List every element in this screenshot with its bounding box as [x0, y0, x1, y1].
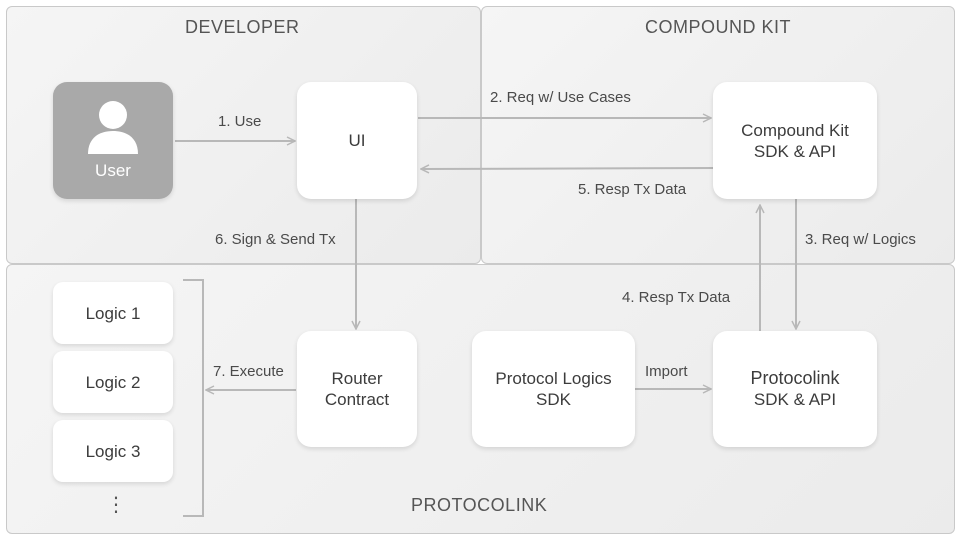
- protocol-logics-sdk-node: Protocol Logics SDK: [472, 331, 635, 447]
- logics-bracket: [183, 279, 204, 517]
- arrow-resp-tx-5: [421, 168, 715, 169]
- user-label: User: [95, 161, 131, 180]
- compound-kit-panel-title: COMPOUND KIT: [645, 17, 792, 37]
- edge-label-resp-tx-5: 5. Resp Tx Data: [578, 181, 687, 198]
- logic-3-label: Logic 3: [85, 441, 141, 461]
- developer-panel-title: DEVELOPER: [185, 17, 300, 37]
- protocol-logics-sdk-label-line1: Protocol Logics: [495, 369, 612, 388]
- logic-1-node: Logic 1: [53, 282, 173, 344]
- user-node: User: [53, 82, 173, 199]
- edge-label-execute: 7. Execute: [213, 363, 284, 380]
- user-icon: [88, 101, 138, 154]
- protocolink-panel-title: PROTOCOLINK: [411, 495, 548, 515]
- protocolink-sdk-label-line2: SDK & API: [753, 390, 837, 409]
- logic-3-node: Logic 3: [53, 420, 173, 482]
- edge-label-resp-tx-4: 4. Resp Tx Data: [622, 289, 731, 306]
- compound-kit-sdk-node: Compound Kit SDK & API: [713, 82, 877, 199]
- protocolink-sdk-label-line1: Protocolink: [750, 368, 840, 388]
- logic-2-label: Logic 2: [85, 372, 141, 392]
- edge-label-req-logics: 3. Req w/ Logics: [805, 231, 916, 248]
- compound-kit-sdk-label-line1: Compound Kit: [741, 120, 849, 140]
- edge-label-req-use-cases: 2. Req w/ Use Cases: [490, 89, 631, 106]
- router-contract-label-line1: Router: [331, 369, 383, 388]
- logics-ellipsis: ⋮: [106, 494, 126, 516]
- router-contract-node: Router Contract: [297, 331, 417, 447]
- protocol-logics-sdk-label-line2: SDK: [536, 390, 571, 409]
- compound-kit-sdk-label-line2: SDK & API: [753, 141, 837, 161]
- ui-node: UI: [297, 82, 417, 199]
- ui-label: UI: [348, 131, 366, 150]
- protocolink-sdk-node: Protocolink SDK & API: [713, 331, 877, 447]
- router-contract-label-line2: Contract: [324, 390, 390, 409]
- logic-2-node: Logic 2: [53, 351, 173, 413]
- logic-1-label: Logic 1: [85, 303, 141, 323]
- edge-label-import: Import: [645, 363, 688, 380]
- edge-label-sign-send: 6. Sign & Send Tx: [215, 231, 336, 248]
- edge-label-use: 1. Use: [218, 113, 262, 130]
